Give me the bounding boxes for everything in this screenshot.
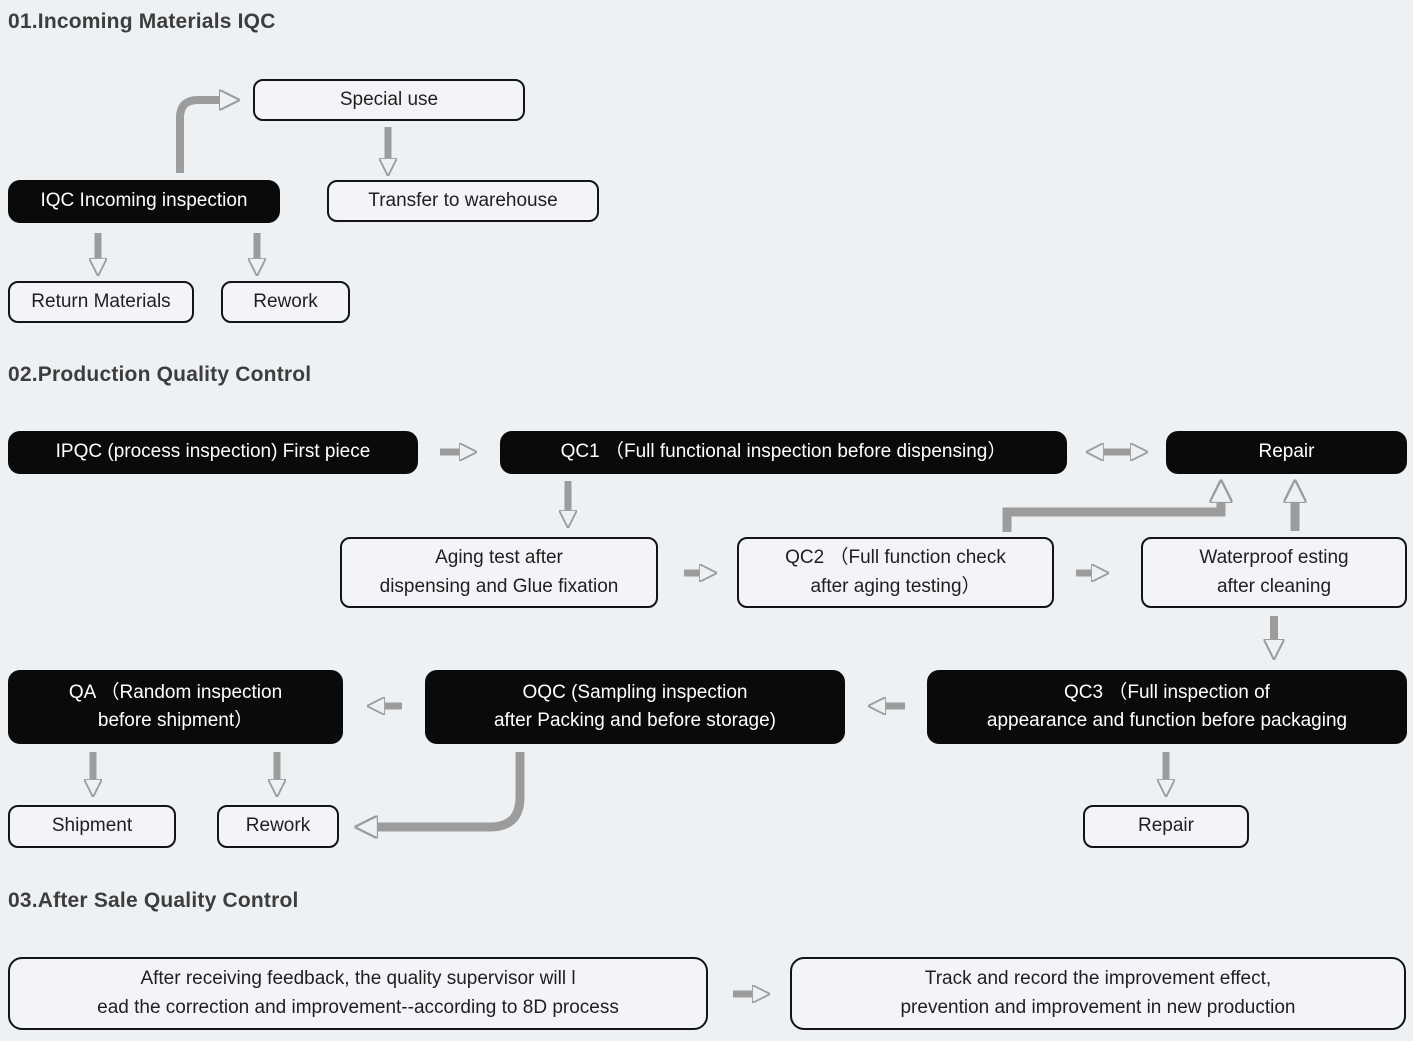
- node-special-use: Special use: [253, 79, 525, 121]
- node-transfer-to-warehouse: Transfer to warehouse: [327, 180, 599, 222]
- node-label-line1: OQC (Sampling inspection: [522, 681, 748, 703]
- node-ipqc-first-piece: IPQC (process inspection) First piece: [8, 431, 418, 474]
- node-track-improvement: Track and record the improvement effect,…: [790, 957, 1406, 1030]
- node-label: Special use: [339, 88, 439, 110]
- node-label-line1: QC2 （Full function check: [785, 547, 1006, 568]
- node-label-line2: ead the correction and improvement--acco…: [97, 996, 619, 1018]
- node-label-line1: Aging test after: [435, 547, 563, 568]
- node-oqc-sampling-inspection: OQC (Sampling inspection after Packing a…: [425, 670, 845, 744]
- node-label: Repair: [1138, 815, 1194, 837]
- node-label: IPQC (process inspection) First piece: [55, 441, 371, 463]
- node-label: Shipment: [51, 815, 133, 837]
- section-title-incoming-materials: 01.Incoming Materials IQC: [8, 10, 276, 33]
- node-label-line2: appearance and function before packaging: [986, 710, 1348, 731]
- node-qc3: QC3 （Full inspection of appearance and f…: [927, 670, 1407, 744]
- node-qc2: QC2 （Full function check after aging tes…: [737, 537, 1054, 608]
- node-label-line2: prevention and improvement in new produc…: [900, 996, 1296, 1018]
- node-label-line2: before shipment）: [97, 710, 254, 731]
- node-label-line1: Waterproof esting: [1199, 547, 1349, 568]
- node-label-line2: after aging testing）: [810, 575, 981, 597]
- node-label: Rework: [245, 815, 311, 837]
- arrow-iqc-to-special-use: [176, 100, 219, 173]
- node-repair-top: Repair: [1166, 431, 1407, 474]
- arrow-qc2-to-repair: [1002, 503, 1221, 532]
- node-label-line1: After receiving feedback, the quality su…: [140, 968, 576, 989]
- node-return-materials: Return Materials: [8, 281, 194, 323]
- node-rework-iqc: Rework: [221, 281, 350, 323]
- node-label: Repair: [1258, 441, 1315, 463]
- node-iqc-incoming-inspection: IQC Incoming inspection: [8, 180, 280, 223]
- node-label: IQC Incoming inspection: [40, 190, 248, 212]
- section-title-production-quality: 02.Production Quality Control: [8, 363, 312, 386]
- node-waterproof-testing: Waterproof esting after cleaning: [1141, 537, 1407, 608]
- node-label-line1: QC3 （Full inspection of: [1064, 681, 1270, 703]
- node-feedback-correction: After receiving feedback, the quality su…: [8, 957, 708, 1030]
- node-label: Transfer to warehouse: [368, 189, 558, 211]
- section-title-after-sale-quality: 03.After Sale Quality Control: [8, 889, 299, 912]
- node-label: QC1 （Full functional inspection before d…: [560, 441, 1007, 463]
- node-label-line2: after cleaning: [1216, 575, 1332, 597]
- node-label-line1: QA （Random inspection: [68, 681, 283, 703]
- node-label: Return Materials: [31, 290, 171, 312]
- node-repair-bottom: Repair: [1083, 805, 1249, 848]
- node-rework-qa: Rework: [217, 805, 339, 848]
- node-label-line2: dispensing and Glue fixation: [379, 575, 619, 597]
- node-label-line1: Track and record the improvement effect,: [924, 968, 1272, 989]
- node-aging-test: Aging test after dispensing and Glue fix…: [340, 537, 658, 608]
- arrow-oqc-to-rework: [378, 752, 525, 827]
- node-qc1: QC1 （Full functional inspection before d…: [500, 431, 1067, 474]
- node-label-line2: after Packing and before storage): [493, 710, 776, 731]
- node-qa-random-inspection: QA （Random inspection before shipment）: [8, 670, 343, 744]
- node-label: Rework: [253, 290, 318, 312]
- node-shipment: Shipment: [8, 805, 176, 848]
